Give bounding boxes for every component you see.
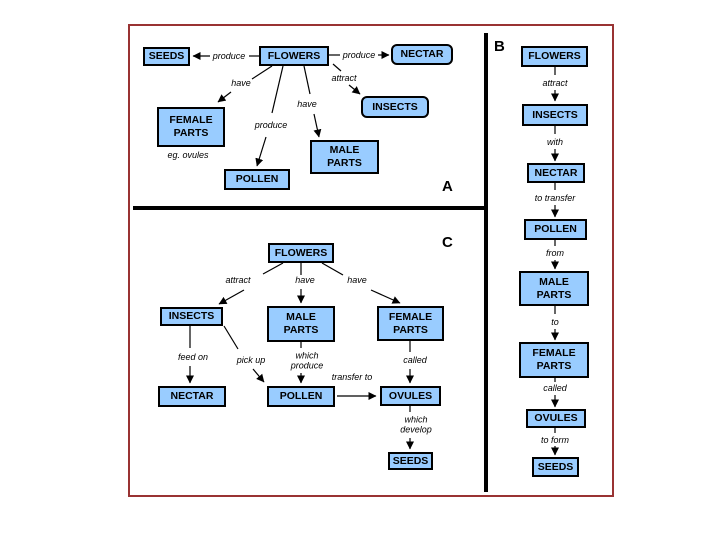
edge-label-produce-nectar: produce bbox=[342, 49, 376, 60]
section-letter-c: C bbox=[442, 234, 453, 251]
node-female-parts-a: FEMALE PARTS bbox=[157, 107, 225, 147]
node-flowers-b: FLOWERS bbox=[521, 46, 588, 67]
node-seeds-a: SEEDS bbox=[143, 47, 190, 66]
section-letter-b: B bbox=[494, 38, 505, 55]
node-nectar-c: NECTAR bbox=[158, 386, 226, 407]
node-seeds-c: SEEDS bbox=[388, 452, 433, 470]
vertical-divider bbox=[484, 33, 488, 492]
edge-label-have-female-a: have bbox=[231, 77, 251, 88]
edge-label-to-transfer-b: to transfer bbox=[534, 192, 576, 203]
edge-label-produce-seeds: produce bbox=[212, 50, 246, 61]
node-pollen-b: POLLEN bbox=[524, 219, 587, 240]
edge-label-called-c: called bbox=[403, 354, 427, 365]
node-insects-a: INSECTS bbox=[361, 96, 429, 118]
edge-label-feed-on-c: feed on bbox=[177, 351, 209, 362]
edge-label-to-b: to bbox=[551, 316, 559, 327]
edge-label-which-develop-c: which develop bbox=[400, 414, 432, 435]
edge-label-attract-c: attract bbox=[225, 274, 251, 285]
edge-label-which-produce-c: which produce bbox=[290, 350, 324, 371]
edge-label-have-female-c: have bbox=[347, 274, 367, 285]
edge-label-pick-up-c: pick up bbox=[236, 354, 266, 365]
node-flowers-c: FLOWERS bbox=[268, 243, 334, 263]
node-female-parts-c: FEMALE PARTS bbox=[377, 306, 444, 341]
node-ovules-c: OVULES bbox=[380, 386, 441, 406]
node-ovules-b: OVULES bbox=[526, 409, 586, 428]
edge-label-have-male-a: have bbox=[297, 98, 317, 109]
edge-label-attract-a: attract bbox=[331, 72, 357, 83]
node-pollen-a: POLLEN bbox=[224, 169, 290, 190]
note-eg-ovules: eg. ovules bbox=[167, 149, 209, 160]
node-insects-b: INSECTS bbox=[522, 104, 588, 126]
edge-label-from-b: from bbox=[546, 247, 564, 258]
node-seeds-b: SEEDS bbox=[532, 457, 579, 477]
edge-label-produce-pollen-a: produce bbox=[254, 119, 288, 130]
edge-label-to-form-b: to form bbox=[540, 434, 570, 445]
edge-label-called-b: called bbox=[543, 382, 567, 393]
horizontal-divider bbox=[133, 206, 484, 210]
edge-label-with-b: with bbox=[546, 136, 564, 147]
node-nectar-a: NECTAR bbox=[391, 44, 453, 65]
node-male-parts-b: MALE PARTS bbox=[519, 271, 589, 306]
edge-label-transfer-to-c: transfer to bbox=[331, 371, 373, 382]
edge-label-have-male-c: have bbox=[295, 274, 315, 285]
section-letter-a: A bbox=[442, 178, 453, 195]
node-male-parts-a: MALE PARTS bbox=[310, 140, 379, 174]
node-pollen-c: POLLEN bbox=[267, 386, 335, 407]
node-male-parts-c: MALE PARTS bbox=[267, 306, 335, 342]
node-female-parts-b: FEMALE PARTS bbox=[519, 342, 589, 378]
node-nectar-b: NECTAR bbox=[527, 163, 585, 183]
node-flowers-a: FLOWERS bbox=[259, 46, 329, 66]
node-insects-c: INSECTS bbox=[160, 307, 223, 326]
edge-label-attract-b: attract bbox=[542, 77, 568, 88]
